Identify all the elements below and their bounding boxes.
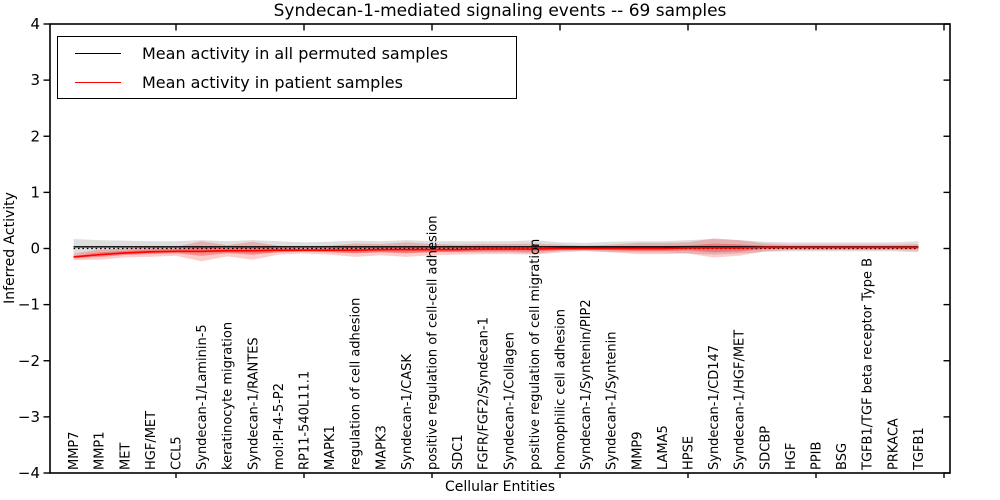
- x-category-label: SDC1: [451, 434, 466, 470]
- x-category-label: TGFB1: [912, 427, 927, 471]
- x-category-label: mol:PI-4-5-P2: [272, 383, 287, 470]
- x-category-label: Syndecan-1/Syntenin/PIP2: [579, 299, 594, 470]
- x-category-label: Syndecan-1/CASK: [400, 354, 415, 470]
- x-category-label: LAMA5: [656, 425, 671, 470]
- x-category-label: regulation of cell adhesion: [349, 298, 364, 470]
- x-category-label: Syndecan-1/Syntenin: [605, 332, 620, 471]
- legend-label-patient: Mean activity in patient samples: [142, 72, 403, 92]
- x-category-label: keratinocyte migration: [221, 322, 236, 470]
- x-category-label: MMP7: [67, 431, 82, 470]
- y-tick-label: 0: [30, 240, 40, 258]
- x-category-label: positive regulation of cell migration: [528, 239, 543, 470]
- x-category-label: HGF: [784, 443, 799, 470]
- y-tick-label: 4: [30, 15, 40, 33]
- x-axis-label: Cellular Entities: [444, 479, 556, 495]
- chart-title: Syndecan-1-mediated signaling events -- …: [273, 1, 727, 21]
- x-category-label: BSG: [835, 443, 850, 470]
- x-category-label: PRKACA: [886, 418, 901, 470]
- legend-entry-patient: Mean activity in patient samples: [75, 69, 516, 95]
- x-category-label: PPIB: [810, 442, 825, 470]
- legend-box: Mean activity in all permuted samples Me…: [57, 36, 517, 99]
- x-category-label: Syndecan-1/RANTES: [246, 337, 261, 470]
- x-category-label: Syndecan-1/Laminin-5: [195, 324, 210, 470]
- legend-label-permuted: Mean activity in all permuted samples: [142, 43, 449, 63]
- legend-entry-permuted: Mean activity in all permuted samples: [75, 40, 516, 66]
- y-tick-label: −2: [18, 352, 40, 370]
- y-tick-label: −1: [18, 296, 40, 314]
- x-category-label: MAPK1: [323, 425, 338, 470]
- patient-mean-line: [73, 246, 919, 258]
- x-category-label: MET: [118, 443, 133, 470]
- y-tick-label: −3: [18, 408, 40, 426]
- x-category-label: SDCBP: [758, 426, 773, 470]
- x-category-label: MAPK3: [374, 425, 389, 470]
- y-tick-label: 2: [30, 127, 40, 145]
- x-category-label: Syndecan-1/Collagen: [502, 332, 517, 470]
- x-category-label: MMP1: [93, 431, 108, 470]
- x-category-label: positive regulation of cell-cell adhesio…: [426, 215, 441, 470]
- x-category-label: HPSE: [682, 436, 697, 470]
- x-category-label: Syndecan-1/CD147: [707, 345, 722, 470]
- x-category-label: FGFR/FGF2/Syndecan-1: [477, 317, 492, 470]
- x-category-label: TGFB1/TGF beta receptor Type B: [861, 258, 876, 471]
- x-category-label: CCL5: [170, 436, 185, 470]
- legend-line-sample-patient: [75, 81, 121, 83]
- x-category-label: Syndecan-1/HGF/MET: [733, 330, 748, 470]
- x-category-label: MMP9: [630, 431, 645, 470]
- x-category-label: HGF/MET: [144, 411, 159, 470]
- y-tick-label: 1: [30, 183, 40, 201]
- legend-line-sample-permuted: [75, 52, 121, 54]
- x-category-label: RP11-540L11.1: [298, 371, 313, 470]
- x-category-label: homophilic cell adhesion: [554, 309, 569, 470]
- y-tick-label: −4: [18, 464, 40, 482]
- y-tick-label: 3: [30, 71, 40, 89]
